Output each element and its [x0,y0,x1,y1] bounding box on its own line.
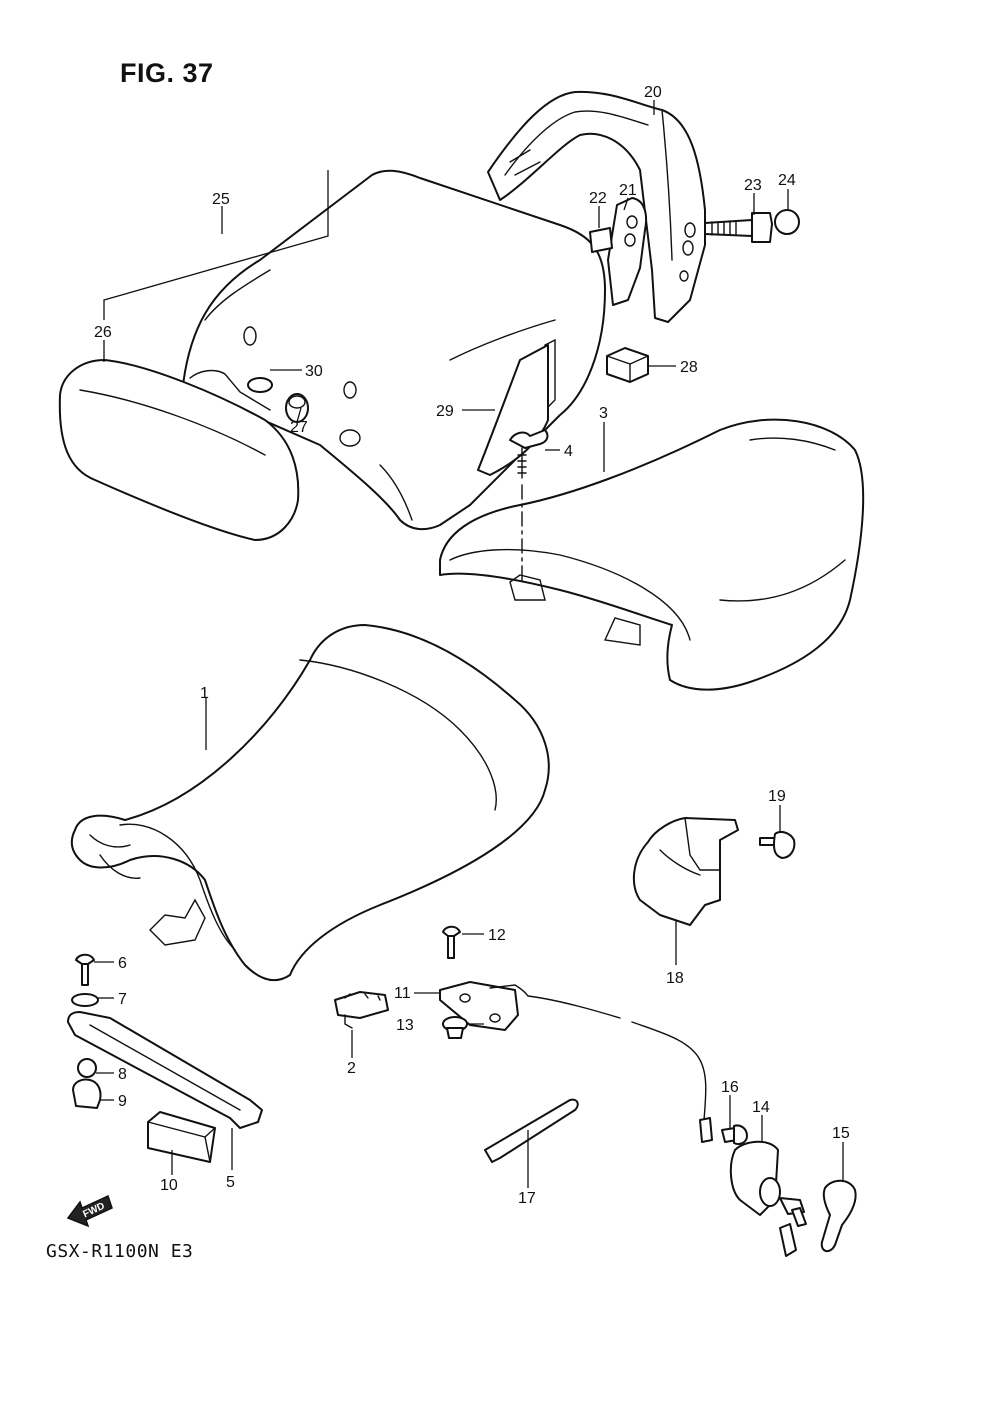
lock-cable [527,995,707,1121]
wing-bolt-4 [509,429,549,479]
fwd-label: FWD [81,1201,106,1221]
bolt-19 [759,831,796,859]
callout-3: 3 [599,405,608,422]
rail-bracket [607,197,648,306]
callout-24: 24 [778,172,796,189]
screw-12 [442,925,461,959]
damper-28 [606,347,649,383]
callout-29: 29 [436,403,454,420]
callout-18: 18 [666,970,684,987]
cushion-strip-10 [147,1111,216,1163]
callout-11: 11 [394,985,411,1002]
model-code: GSX-R1100N E3 [46,1241,194,1262]
front-seat [70,624,550,982]
cable-end [699,1117,713,1143]
callout-17: 17 [518,1190,536,1207]
seat-lock [729,1140,807,1257]
callout-8: 8 [118,1066,127,1083]
collar-22 [589,227,613,253]
callout-1: 1 [200,685,209,702]
grab-rail [487,90,706,323]
washer-7 [71,993,99,1007]
callout-6: 6 [118,955,127,972]
screw-16 [721,1124,748,1146]
callout-2: 2 [347,1060,356,1077]
callout-16: 16 [721,1079,739,1096]
washer-30 [247,377,273,393]
callout-19: 19 [768,788,786,805]
figure-title: FIG. 37 [120,58,214,88]
callout-22: 22 [589,190,607,207]
rear-seat-pad [58,359,300,541]
callout-7: 7 [118,991,127,1008]
callout-4: 4 [564,443,573,460]
lock-lever [820,1179,857,1253]
callout-20: 20 [644,84,662,101]
rear-seat [439,418,865,691]
cap-24 [774,209,800,235]
callout-labels: 1 2 3 4 5 6 7 8 9 10 11 12 13 14 15 16 1… [94,84,850,1207]
cushion-8 [77,1058,97,1078]
callout-28: 28 [680,359,698,376]
seat-rail-plate [67,1011,263,1129]
callout-13: 13 [396,1017,414,1034]
callout-30: 30 [305,363,323,380]
cushion-13 [442,1016,468,1039]
fwd-arrow: FWD [66,1194,113,1228]
screw-6 [75,953,95,986]
callout-9: 9 [118,1093,127,1110]
callout-26: 26 [94,324,112,341]
seat-bracket-18 [632,817,739,926]
callout-10: 10 [160,1177,178,1194]
cushion-27 [285,393,309,423]
seat-hook [334,991,389,1029]
seat-lock-plate [439,981,529,1031]
leader-lines [94,100,844,1188]
cable-clamp [484,1098,579,1163]
callout-23: 23 [744,177,762,194]
callout-25: 25 [212,191,230,208]
callout-27: 27 [290,419,308,436]
callout-14: 14 [752,1099,770,1116]
callout-21: 21 [619,182,637,199]
bolt-23 [704,212,773,243]
cushion-9 [72,1078,102,1109]
callout-15: 15 [832,1125,850,1142]
callout-5: 5 [226,1174,235,1191]
callout-12: 12 [488,927,506,944]
